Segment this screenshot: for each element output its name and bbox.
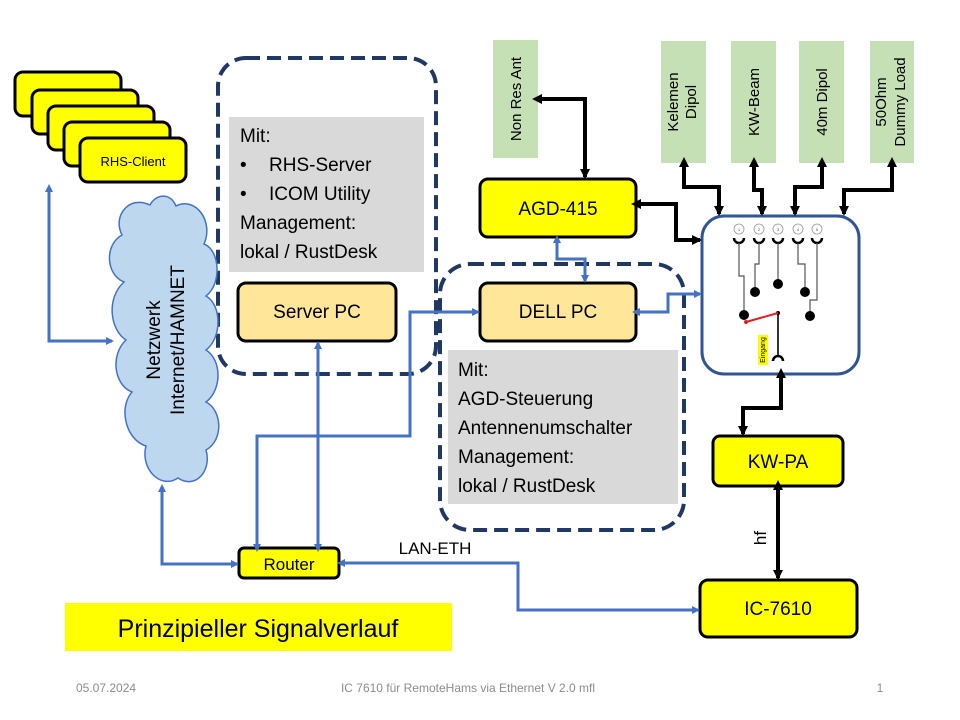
rf-agd-switch: [631, 199, 702, 245]
footer-title: IC 7610 für RemoteHams via Ethernet V 2.…: [341, 681, 595, 695]
svg-text:3: 3: [777, 227, 780, 232]
server-info-bullet: ICOM Utility: [269, 184, 371, 205]
footer: 05.07.2024 IC 7610 für RemoteHams via Et…: [76, 681, 884, 695]
footer-date: 05.07.2024: [76, 681, 136, 695]
switch-contacts: [739, 279, 815, 321]
server-info-heading: Mit:: [240, 126, 271, 147]
rhs-client-card[interactable]: [78, 136, 188, 184]
kw-pa-label: KW-PA: [748, 452, 809, 473]
server-info-mgmt-value: lokal / RustDesk: [240, 242, 378, 263]
rf-switch-kelemen: [679, 157, 724, 216]
switch-input-label: Eingang: [760, 337, 767, 363]
server-pc-node[interactable]: Server PC: [236, 281, 398, 343]
link-agd-dellpc: [553, 235, 589, 283]
title-box: Prinzipieller Signalverlauf: [65, 603, 452, 651]
antenna-kw-beam[interactable]: KW-Beam: [731, 41, 776, 163]
router-label: Router: [263, 555, 314, 574]
server-info-mgmt-label: Management:: [240, 213, 356, 234]
antenna-label: Dipol: [683, 85, 700, 119]
dell-pc-node[interactable]: DELL PC: [478, 281, 638, 343]
svg-text:5: 5: [816, 227, 819, 232]
network-label-line1: Netzwerk: [144, 300, 165, 380]
antenna-label: 50Ohm: [873, 77, 890, 126]
lan-eth-label: LAN-ETH: [399, 539, 472, 558]
router-node[interactable]: Router: [237, 546, 341, 580]
dell-info-mgmt-label: Management:: [458, 447, 574, 468]
rf-switch-40m: [790, 157, 827, 216]
switch-input-connector: [771, 354, 785, 362]
antenna-40m-dipol[interactable]: 40m Dipol: [799, 41, 844, 163]
link-clients-network: [45, 184, 114, 345]
rhs-client-stack: RHS-Client: [13, 70, 188, 184]
antenna-label: Kelemen: [665, 72, 682, 131]
ic-7610-node[interactable]: IC-7610: [698, 578, 859, 639]
bullet-icon: •: [240, 155, 247, 176]
rf-switch-dummy: [839, 157, 897, 216]
agd-415-node[interactable]: AGD-415: [478, 177, 638, 239]
dell-info-box: Mit: AGD-Steuerung Antennenumschalter Ma…: [448, 350, 678, 504]
antenna-dummy-load[interactable]: 50Ohm Dummy Load: [870, 41, 914, 163]
cloud-shape: [108, 195, 220, 483]
server-info-bullet: RHS-Server: [269, 155, 372, 176]
svg-text:2: 2: [758, 227, 761, 232]
rf-agd-nonres: [532, 94, 590, 179]
footer-page-number: 1: [877, 681, 884, 695]
link-network-router: [158, 484, 239, 568]
rf-switch-kwpa: [738, 368, 786, 436]
dell-info-line: Antennenumschalter: [458, 418, 633, 439]
link-dellpc-switch: [632, 290, 702, 316]
antenna-non-res-label: Non Res Ant: [508, 56, 525, 141]
switch-arm: [745, 312, 779, 323]
agd-415-label: AGD-415: [518, 199, 597, 220]
antenna-kelemen-dipol[interactable]: Kelemen Dipol: [661, 41, 706, 163]
switch-port-labels: 1 2 3 4 5: [733, 223, 823, 235]
antenna-switch[interactable]: 1 2 3 4 5: [700, 214, 861, 376]
link-router-ic7610: [337, 559, 700, 614]
link-router-dellpc: [314, 308, 480, 552]
network-cloud[interactable]: Netzwerk Internet/HAMNET: [108, 195, 220, 483]
svg-text:4: 4: [797, 227, 800, 232]
dell-pc-label: DELL PC: [519, 302, 598, 323]
switch-wires: [738, 243, 818, 356]
switch-port-connectors: [732, 237, 824, 245]
rf-links: [532, 94, 897, 580]
dell-info-mgmt-value: lokal / RustDesk: [458, 476, 596, 497]
antenna-label: KW-Beam: [746, 68, 763, 136]
bullet-icon: •: [240, 184, 247, 205]
diagram-title: Prinzipieller Signalverlauf: [118, 615, 399, 643]
server-info-box: Mit: • RHS-Server • ICOM Utility Managem…: [229, 117, 424, 272]
rhs-client-label: RHS-Client: [100, 154, 165, 169]
ic-7610-label: IC-7610: [744, 599, 812, 620]
antenna-label: 40m Dipol: [814, 68, 831, 136]
network-label-line2: Internet/HAMNET: [168, 265, 189, 415]
hf-label: hf: [751, 531, 770, 545]
switch-input-label-bg: [758, 335, 768, 365]
antenna-label: Dummy Load: [892, 57, 909, 146]
dell-info-line: AGD-Steuerung: [458, 389, 593, 410]
dell-info-heading: Mit:: [458, 360, 489, 381]
svg-text:1: 1: [738, 227, 741, 232]
blue-links: [45, 184, 702, 614]
antenna-non-res[interactable]: Non Res Ant: [493, 40, 538, 158]
server-pc-label: Server PC: [273, 302, 361, 323]
kw-pa-node[interactable]: KW-PA: [711, 434, 845, 488]
rf-switch-kwbeam: [749, 157, 767, 216]
